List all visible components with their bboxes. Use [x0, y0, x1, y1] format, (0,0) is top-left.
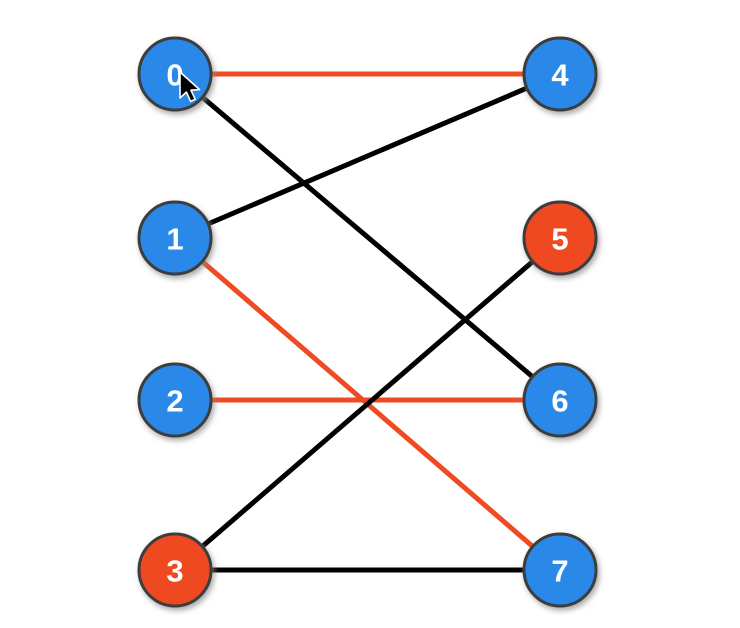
node-label-4: 4: [551, 58, 569, 93]
edges-group: [173, 71, 562, 573]
node-label-0: 0: [166, 58, 183, 93]
node-label-7: 7: [551, 554, 568, 589]
graph-edge-1-4[interactable]: [174, 71, 561, 241]
node-circle-6[interactable]: [522, 362, 598, 438]
node-label-6: 6: [551, 384, 568, 419]
nodes-group: 0 1 2 3 4 5 6 7: [137, 36, 598, 608]
graph-node-7[interactable]: 7: [522, 532, 598, 608]
graph-node-6[interactable]: 6: [522, 362, 598, 438]
node-circle-5[interactable]: [522, 200, 598, 276]
graph-edge-0-6[interactable]: [173, 72, 562, 402]
node-circle-4[interactable]: [522, 36, 598, 112]
node-label-1: 1: [166, 222, 183, 257]
graph-node-1[interactable]: 1: [137, 200, 213, 276]
node-label-2: 2: [166, 384, 183, 419]
node-label-3: 3: [166, 554, 183, 589]
node-circle-7[interactable]: [522, 532, 598, 608]
node-label-5: 5: [551, 222, 568, 257]
graph-node-3[interactable]: 3: [137, 532, 213, 608]
graph-node-2[interactable]: 2: [137, 362, 213, 438]
node-circle-3[interactable]: [137, 532, 213, 608]
graph-node-4[interactable]: 4: [522, 36, 598, 112]
graph-node-0[interactable]: 0: [137, 36, 213, 112]
node-circle-2[interactable]: [137, 362, 213, 438]
node-circle-1[interactable]: [137, 200, 213, 276]
graph-edge-3-5[interactable]: [173, 236, 562, 572]
graph-node-5[interactable]: 5: [522, 200, 598, 276]
